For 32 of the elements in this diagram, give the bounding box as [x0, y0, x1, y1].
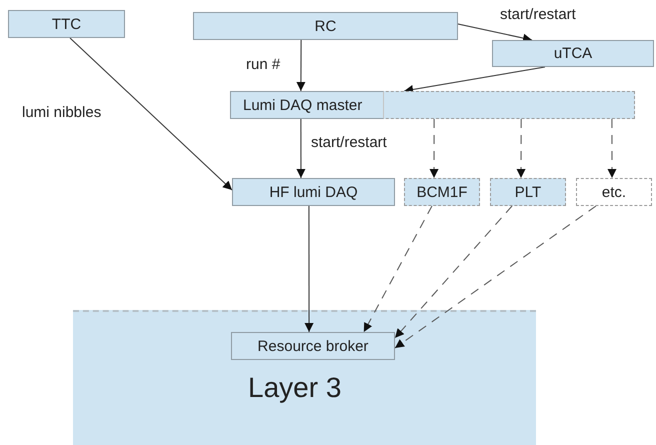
subsystem-box: [490, 178, 566, 206]
box-label: RC: [314, 18, 336, 34]
arrow: [608, 118, 616, 178]
arrow: [404, 66, 546, 94]
arrow: [516, 118, 526, 178]
arrow: [304, 206, 314, 332]
process-box: [492, 40, 654, 67]
layer-title: Layer 3: [248, 372, 342, 404]
arrow: [394, 206, 513, 338]
arrow: [458, 24, 533, 42]
process-box: [231, 332, 395, 360]
process-box: [193, 12, 458, 40]
arrow: [363, 206, 432, 332]
box-label: TTC: [52, 16, 82, 32]
box-label: BCM1F: [416, 184, 468, 200]
box-label: uTCA: [554, 45, 592, 62]
arrow: [430, 118, 439, 178]
placeholder-box: [576, 178, 652, 206]
box-label: etc.: [602, 184, 626, 200]
layer-band: [73, 310, 536, 445]
box-label: PLT: [514, 184, 542, 200]
box-label: HF lumi DAQ: [269, 184, 358, 200]
box-label: Resource broker: [258, 338, 368, 354]
process-box: [8, 10, 125, 38]
arrow: [70, 38, 232, 191]
process-box: [232, 178, 395, 206]
arrow: [296, 40, 306, 92]
arrow: [394, 206, 596, 348]
arrow: [296, 118, 306, 178]
master-box: [230, 91, 635, 119]
box-label: Lumi DAQ master: [243, 96, 362, 114]
subsystem-box: [404, 178, 480, 206]
